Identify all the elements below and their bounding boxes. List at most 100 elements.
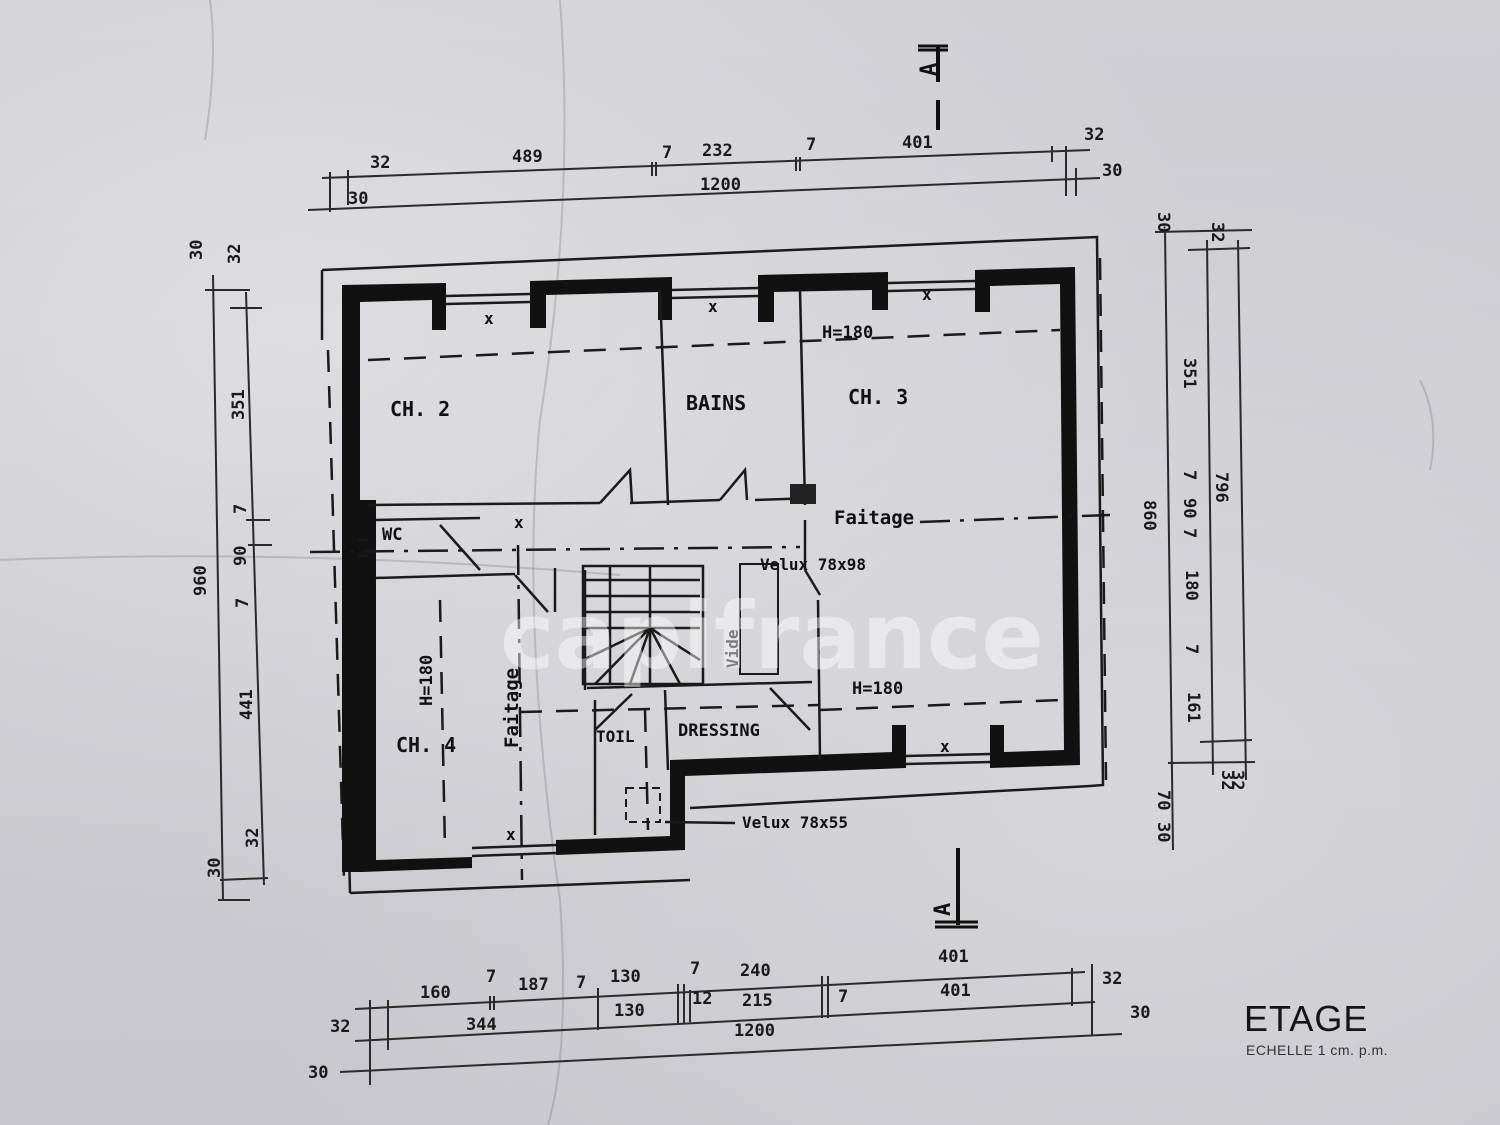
svg-text:32: 32 [243, 828, 263, 848]
svg-text:187: 187 [518, 975, 549, 995]
svg-text:90: 90 [231, 546, 251, 566]
svg-text:12: 12 [692, 989, 712, 1009]
svg-text:30: 30 [205, 858, 225, 878]
faitage-label-horizontal: Faitage [834, 507, 914, 529]
room-label-toil: TOIL [596, 727, 635, 746]
room-label-ch4: CH. 4 [396, 733, 456, 757]
height-label-ch3: H=180 [822, 323, 873, 343]
dimension-right: 30 860 70 30 351 7 90 7 180 7 161 32 32 … [1139, 212, 1256, 851]
svg-text:401: 401 [940, 981, 971, 1001]
svg-text:70: 70 [1153, 790, 1173, 810]
svg-text:7: 7 [690, 959, 700, 979]
svg-text:32: 32 [1227, 770, 1247, 790]
roof-outline-dashed [326, 257, 1108, 881]
svg-text:7: 7 [1181, 644, 1201, 654]
ridge-lines [309, 513, 1111, 881]
svg-text:161: 161 [1183, 692, 1203, 723]
room-label-bains: BAINS [686, 391, 746, 415]
exterior-walls [342, 267, 1080, 872]
room-label-ch3: CH. 3 [848, 385, 908, 409]
svg-text:215: 215 [742, 991, 773, 1011]
svg-text:960: 960 [191, 565, 211, 596]
dimension-bottom: 160 7 187 7 130 7 240 401 32 344 130 12 … [308, 947, 1150, 1085]
staircase [581, 563, 779, 686]
roof-outline [320, 235, 1105, 895]
dimension-left: 30 960 30 32 351 7 90 7 441 32 [187, 240, 272, 901]
svg-text:489: 489 [512, 147, 543, 167]
interior-walls [367, 289, 822, 835]
svg-text:32: 32 [1217, 770, 1237, 790]
svg-text:A: A [931, 903, 956, 916]
plan-title: ETAGE [1244, 998, 1369, 1039]
velux-leader [664, 820, 736, 825]
svg-text:796: 796 [1211, 472, 1231, 503]
svg-text:x: x [506, 825, 516, 844]
svg-text:30: 30 [348, 189, 368, 209]
duct-block [790, 484, 816, 504]
svg-text:401: 401 [938, 947, 969, 967]
svg-text:7: 7 [806, 135, 816, 155]
windows [358, 279, 991, 858]
svg-text:7: 7 [231, 504, 251, 514]
room-label-wc: WC [382, 525, 402, 545]
room-label-dressing: DRESSING [678, 721, 760, 741]
svg-text:7: 7 [1179, 470, 1199, 480]
height-label-se: H=180 [852, 679, 903, 699]
svg-text:30: 30 [1153, 212, 1173, 232]
svg-text:1200: 1200 [700, 175, 741, 195]
svg-text:351: 351 [1179, 358, 1199, 389]
svg-text:232: 232 [702, 141, 733, 161]
svg-text:7: 7 [233, 598, 253, 608]
svg-text:7: 7 [838, 987, 848, 1007]
svg-text:180: 180 [1181, 570, 1201, 601]
svg-text:x: x [708, 297, 718, 316]
svg-text:7: 7 [576, 973, 586, 993]
height-label-ch4: H=180 [417, 655, 437, 706]
svg-text:x: x [484, 309, 494, 328]
svg-text:860: 860 [1139, 500, 1159, 531]
dimension-top: 32 489 7 232 7 401 32 30 1200 30 [307, 125, 1122, 212]
room-label-vide: Vide [723, 629, 742, 668]
svg-text:32: 32 [1084, 125, 1104, 145]
svg-text:130: 130 [614, 1001, 645, 1021]
svg-text:x: x [514, 513, 524, 532]
svg-text:344: 344 [466, 1015, 497, 1035]
svg-text:32: 32 [1102, 969, 1122, 989]
svg-text:30: 30 [308, 1063, 328, 1083]
svg-text:32: 32 [225, 244, 245, 264]
svg-text:351: 351 [229, 389, 249, 420]
faitage-label-vertical: Faitage [501, 668, 523, 748]
section-marker-top: A [917, 44, 948, 130]
door-swings [439, 466, 822, 731]
velux-small [625, 787, 661, 823]
svg-text:30: 30 [1153, 822, 1173, 842]
svg-text:90: 90 [1179, 498, 1199, 518]
svg-text:441: 441 [237, 689, 257, 720]
watermark: capifrance [500, 583, 1044, 690]
scale-note: ECHELLE 1 cm. p.m. [1246, 1042, 1389, 1058]
light-points: x x x x x x [484, 285, 950, 844]
svg-text:160: 160 [420, 983, 451, 1003]
svg-text:x: x [922, 285, 932, 304]
svg-text:A: A [917, 63, 942, 76]
svg-text:7: 7 [662, 143, 672, 163]
room-label-ch2: CH. 2 [390, 397, 450, 421]
svg-text:30: 30 [1130, 1003, 1150, 1023]
svg-text:x: x [940, 737, 950, 756]
height-lines [367, 328, 1061, 851]
svg-text:1200: 1200 [734, 1021, 775, 1041]
velux-label-1: Velux 78x98 [760, 555, 866, 574]
svg-text:32: 32 [330, 1017, 350, 1037]
svg-text:401: 401 [902, 133, 933, 153]
svg-text:30: 30 [1102, 161, 1122, 181]
svg-text:7: 7 [1179, 528, 1199, 538]
svg-text:240: 240 [740, 961, 771, 981]
svg-text:30: 30 [187, 240, 207, 260]
svg-text:32: 32 [1207, 222, 1227, 242]
svg-text:32: 32 [370, 153, 390, 173]
section-marker-bottom: A [931, 848, 978, 929]
svg-text:7: 7 [486, 967, 496, 987]
paper-creases [0, 0, 1435, 1125]
